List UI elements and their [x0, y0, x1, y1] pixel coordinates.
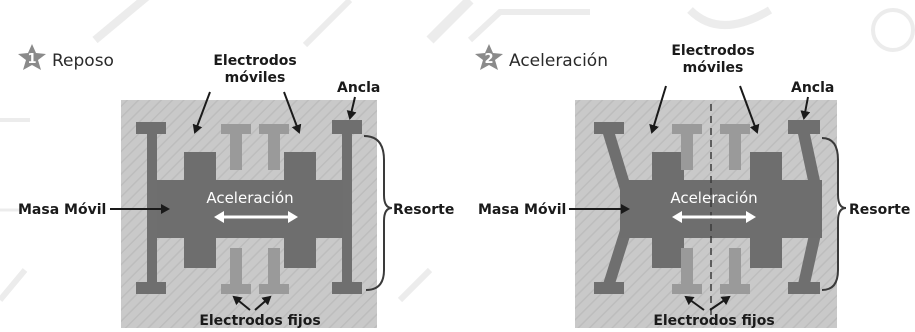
mass-label: Masa Móvil — [478, 202, 566, 218]
mass-label: Masa Móvil — [18, 202, 106, 218]
moving-electrodes-label-line2: móviles — [225, 70, 286, 86]
brace-icon — [363, 135, 393, 291]
left-spring — [594, 122, 632, 294]
spring-label: Resorte — [849, 202, 910, 218]
step-number: 2 — [484, 52, 493, 67]
acceleration-label: Aceleración — [670, 189, 757, 207]
background-decoration — [0, 0, 915, 303]
double-arrow-icon — [672, 211, 756, 223]
moving-electrodes-label-line1: Electrodos — [213, 53, 296, 69]
arrow-icon — [346, 96, 357, 120]
acceleration-label: Aceleración — [206, 189, 293, 207]
moving-electrodes-label-line1: Electrodos — [671, 43, 754, 59]
fixed-electrodes-label: Electrodos fijos — [199, 313, 320, 328]
fixed-electrodes-label: Electrodos fijos — [653, 313, 774, 328]
panel-title: Reposo — [52, 51, 114, 71]
moving-mass — [620, 152, 822, 268]
moving-electrodes-label-line2: móviles — [683, 60, 744, 76]
moving-mass — [157, 152, 343, 268]
panel-acceleration: 2 Aceleración — [475, 43, 910, 329]
star-badge-icon: 2 — [475, 44, 503, 70]
anchor-label: Ancla — [337, 80, 380, 96]
arrow-icon — [800, 96, 811, 120]
star-badge-icon: 1 — [18, 44, 46, 70]
right-spring — [788, 120, 822, 294]
arrow-icon — [649, 85, 760, 134]
fixed-electrodes-top — [221, 124, 289, 170]
right-spring — [332, 120, 362, 294]
fixed-electrodes-bottom — [672, 248, 750, 294]
panel-rest: 1 Reposo — [18, 44, 454, 329]
brace-icon — [821, 137, 847, 291]
spring-label: Resorte — [393, 202, 454, 218]
anchor — [788, 120, 820, 134]
panel-title: Aceleración — [509, 51, 608, 71]
anchor-label: Ancla — [791, 80, 834, 96]
step-number: 1 — [27, 52, 36, 67]
arrow-icon — [684, 295, 731, 311]
arrow-icon — [232, 295, 272, 311]
arrow-icon — [192, 91, 302, 134]
fixed-electrodes-bottom — [221, 248, 289, 294]
double-arrow-icon — [214, 211, 298, 223]
fixed-electrodes-top — [672, 124, 750, 170]
